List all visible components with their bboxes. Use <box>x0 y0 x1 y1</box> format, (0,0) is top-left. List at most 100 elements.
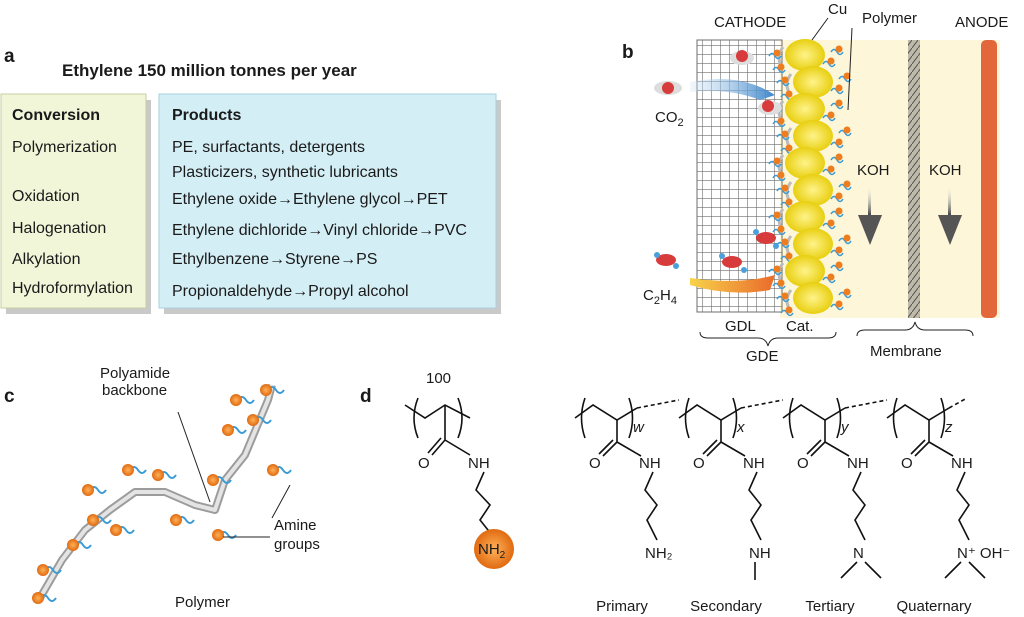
koh-right-label: KOH <box>929 162 962 179</box>
products-item: Ethylene dichloride→Vinyl chloride→PVC <box>172 222 467 239</box>
amine-type-label: Primary <box>596 598 648 615</box>
polymer-label: Polymer <box>862 10 917 27</box>
amine-group <box>827 219 835 227</box>
homopolymer-structure <box>404 397 493 536</box>
amine-group <box>777 117 785 125</box>
amine-ball <box>212 529 224 541</box>
panel-label-a: a <box>4 46 15 67</box>
carbonyl-o: O <box>418 455 430 472</box>
amine-group <box>827 165 835 173</box>
amine-group <box>835 45 843 53</box>
amine-group <box>835 246 843 254</box>
amine-group <box>827 111 835 119</box>
panel-label-c: c <box>4 386 15 407</box>
amine-ball <box>152 469 164 481</box>
amine-group <box>843 126 851 134</box>
amine-group <box>773 157 781 165</box>
carbonyl-o: O <box>589 455 601 472</box>
conversion-box <box>0 93 147 309</box>
amine-group <box>843 234 851 242</box>
gdl-label: GDL <box>725 318 756 335</box>
amine-type-label: Quaternary <box>896 598 972 615</box>
amine-group <box>827 57 835 65</box>
amine-group <box>785 252 793 260</box>
amide-nh: NH <box>951 455 973 472</box>
amine-group <box>785 90 793 98</box>
amine-ball <box>87 514 99 526</box>
amine-group <box>835 207 843 215</box>
amine-ball <box>82 484 94 496</box>
repeat-suffix: y <box>840 419 850 436</box>
cu-particle <box>785 147 825 179</box>
amine-group <box>785 144 793 152</box>
catalyst-layer <box>768 39 852 317</box>
amide-nh: NH <box>639 455 661 472</box>
amine-group <box>777 171 785 179</box>
koh-flow-arrow <box>938 215 962 245</box>
repeat-count: 100 <box>426 370 451 387</box>
amine-group <box>835 192 843 200</box>
amine-ball <box>32 592 44 604</box>
amine-group <box>781 76 789 84</box>
amine-group <box>835 261 843 269</box>
amine-ball <box>207 474 219 486</box>
products-box <box>158 93 497 309</box>
amine-group <box>843 288 851 296</box>
amine-group <box>773 211 781 219</box>
amide-nh: NH <box>468 455 490 472</box>
amine-end-group: N <box>853 545 864 562</box>
amine-type-label: Tertiary <box>805 598 855 615</box>
co2-label: CO2 <box>655 109 684 129</box>
amine-group <box>781 184 789 192</box>
panel-label-b: b <box>622 42 634 63</box>
amine-group <box>785 198 793 206</box>
cu-particle <box>785 255 825 287</box>
conversion-item: Polymerization <box>12 139 117 156</box>
products-item: Ethylene oxide→Ethylene glycol→PET <box>172 191 448 208</box>
cathode-label: CATHODE <box>714 14 786 31</box>
conversion-item: Alkylation <box>12 251 80 268</box>
backbone-label: backbone <box>102 382 167 399</box>
products-item: Ethylbenzene→Styrene→PS <box>172 251 377 268</box>
cu-particle <box>785 93 825 125</box>
amine-group <box>781 238 789 246</box>
amine-end-group: N⁺ OH⁻ <box>957 545 1010 562</box>
amine-ball <box>247 414 259 426</box>
conversion-header: Conversion <box>12 107 100 124</box>
amine-group <box>773 49 781 57</box>
gde-brace <box>699 331 837 347</box>
co2-inflow-arrow <box>690 78 775 100</box>
anode-label: ANODE <box>955 14 1008 31</box>
carbonyl-o: O <box>901 455 913 472</box>
amine-group <box>843 180 851 188</box>
amine-type-label: Secondary <box>690 598 762 615</box>
carbonyl-o: O <box>693 455 705 472</box>
amine-group <box>785 306 793 314</box>
molecules <box>654 50 782 273</box>
repeat-suffix: z <box>944 419 953 436</box>
membrane-label: Membrane <box>870 343 942 360</box>
amine-label: groups <box>274 536 320 553</box>
conversion-item: Oxidation <box>12 188 80 205</box>
cu-particle <box>793 282 833 314</box>
products-item: Propionaldehyde→Propyl alcohol <box>172 283 409 300</box>
polymer-caption: Polymer <box>175 594 230 611</box>
amine-label: Amine <box>274 517 317 534</box>
amine-group <box>777 63 785 71</box>
amine-ball <box>170 514 182 526</box>
panel-label-d: d <box>360 386 372 407</box>
amine-group <box>835 84 843 92</box>
amine-ball <box>122 464 134 476</box>
amine-group <box>773 265 781 273</box>
koh-flow-arrow <box>858 215 882 245</box>
panel-a-title: Ethylene 150 million tonnes per year <box>62 61 357 80</box>
products-header: Products <box>172 107 241 124</box>
cu-particle <box>793 174 833 206</box>
amine-group <box>781 130 789 138</box>
membrane-brace <box>856 321 974 337</box>
amine-ball <box>474 529 514 569</box>
amine-ball <box>267 464 279 476</box>
amine-ball <box>37 564 49 576</box>
amine-group <box>843 72 851 80</box>
